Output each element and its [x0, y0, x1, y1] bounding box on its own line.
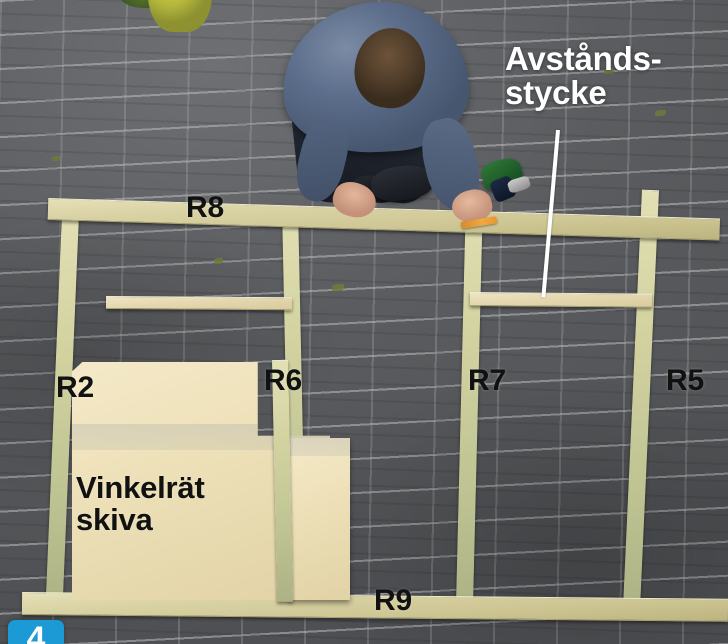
weed-sprout [214, 258, 223, 264]
avstandsstycke-spacer-board [469, 292, 653, 308]
label-r7: R7 [468, 364, 506, 397]
weed-sprout [332, 284, 344, 291]
step-number: 4 [26, 620, 46, 644]
label-r9: R9 [374, 584, 412, 617]
label-r5: R5 [666, 364, 704, 397]
plant-foliage [120, 0, 164, 8]
label-vinkelrat-skiva: Vinkelrät skiva [76, 470, 205, 537]
spacer-board-left [105, 296, 293, 311]
weed-sprout [52, 156, 60, 161]
board-shadow-band [288, 438, 350, 456]
weed-sprout [655, 110, 666, 116]
label-avstandsstycke: Avstånds- stycke [505, 40, 662, 111]
step-number-badge: 4 [8, 620, 64, 644]
label-r8: R8 [186, 191, 224, 224]
weed-sprout [604, 68, 614, 74]
label-r6: R6 [264, 364, 302, 397]
plywood-square-board-small [288, 438, 350, 600]
label-r2: R2 [56, 371, 94, 404]
